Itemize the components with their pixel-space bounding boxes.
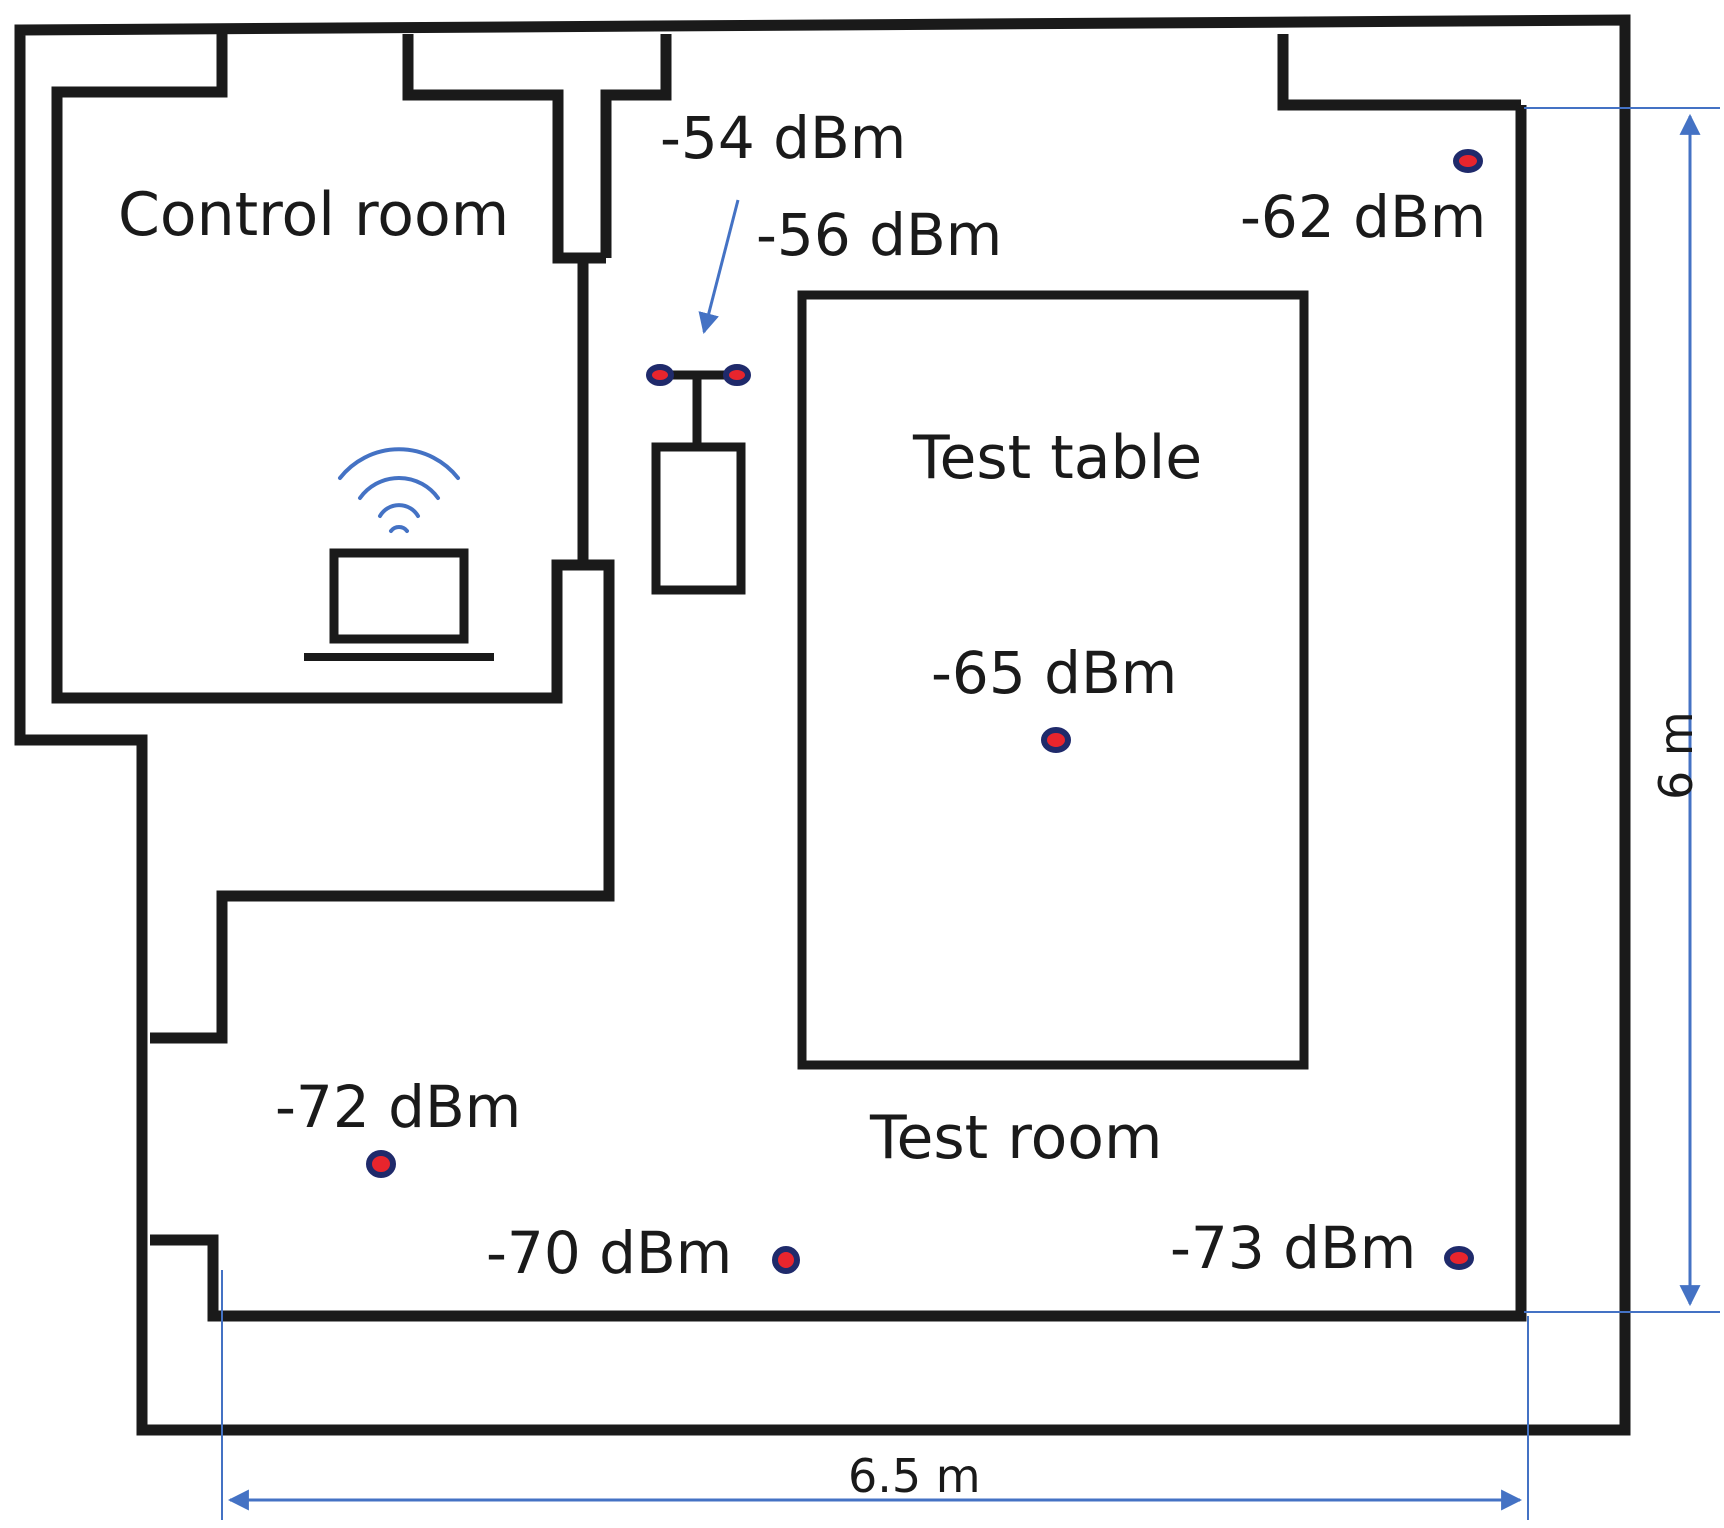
signal-reading-bottom-left: -72 dBm (275, 1073, 521, 1141)
wifi-icon (338, 447, 460, 533)
test-table (797, 290, 1309, 1070)
measurement-dot-bottom-middle (772, 1246, 800, 1274)
test-room-label: Test room (869, 1103, 1162, 1173)
measurement-dot-table-center (1041, 727, 1071, 753)
measurement-dot-bottom-left (366, 1150, 396, 1178)
control-room-wall (51, 34, 615, 1044)
width-dimension-label: 6.5 m (848, 1449, 981, 1503)
control-room-partition-top-right (600, 34, 672, 258)
test-room-wall-top (1277, 34, 1521, 111)
antenna-icon (646, 364, 751, 595)
height-dimension (1524, 107, 1720, 1313)
width-dimension (221, 1270, 1529, 1520)
control-room-partition-top (402, 34, 606, 264)
signal-reading-bottom-right: -73 dBm (1170, 1214, 1416, 1282)
signal-reading-antenna-right: -56 dBm (756, 201, 1002, 269)
measurement-dot-bottom-right (1444, 1246, 1474, 1270)
signal-reading-top-right: -62 dBm (1240, 183, 1486, 251)
outer-wall (14, 14, 1631, 1436)
test-room-wall (150, 105, 1527, 1322)
control-room-label: Control room (118, 180, 509, 250)
height-dimension-label: 6 m (1649, 711, 1703, 800)
laptop-icon (304, 548, 494, 661)
signal-reading-bottom-middle: -70 dBm (486, 1219, 732, 1287)
test-table-label: Test table (912, 423, 1202, 493)
antenna-pointer-arrow (698, 199, 740, 335)
signal-reading-antenna-left: -54 dBm (660, 104, 906, 172)
signal-reading-table-center: -65 dBm (931, 639, 1177, 707)
measurement-dot-top-right (1453, 149, 1483, 173)
